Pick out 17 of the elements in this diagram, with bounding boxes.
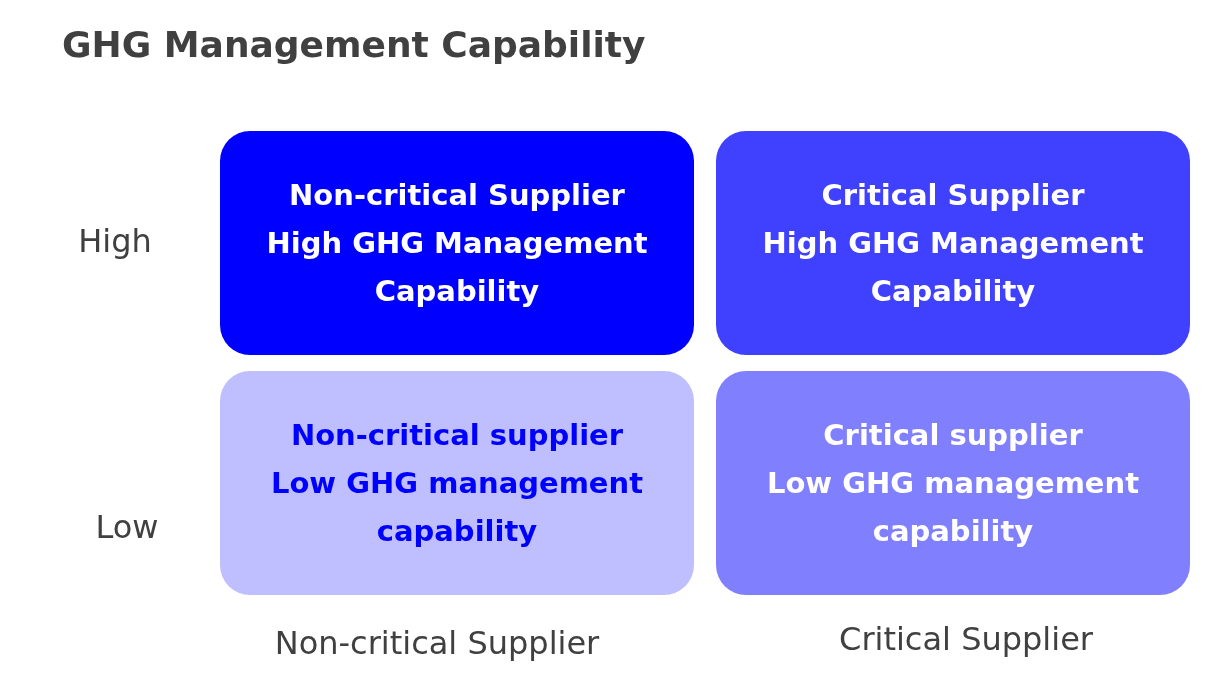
- quadrant-box: [716, 131, 1190, 355]
- quadrant-description: Low GHG management capability: [765, 465, 1141, 550]
- quadrant-box: [220, 131, 694, 355]
- axis-label: Non-critical Supplier: [273, 624, 601, 662]
- axis-label: Low: [94, 508, 160, 546]
- quadrant-description: Low GHG management capability: [269, 465, 645, 550]
- quadrant-description: High GHG Management Capability: [761, 225, 1145, 310]
- chart-title: GHG Management Capability: [62, 24, 646, 65]
- quadrant-heading: Non-critical Supplier: [289, 177, 625, 214]
- quadrant-description: High GHG Management Capability: [265, 225, 649, 310]
- axis-label: High: [77, 222, 153, 260]
- quadrant-heading: Critical supplier: [823, 417, 1083, 454]
- quadrant-box: [716, 371, 1190, 595]
- axis-label: Critical Supplier: [838, 620, 1094, 658]
- quadrant-box: [220, 371, 694, 595]
- quadrant-heading: Critical Supplier: [821, 177, 1085, 214]
- quadrant-heading: Non-critical supplier: [290, 417, 624, 454]
